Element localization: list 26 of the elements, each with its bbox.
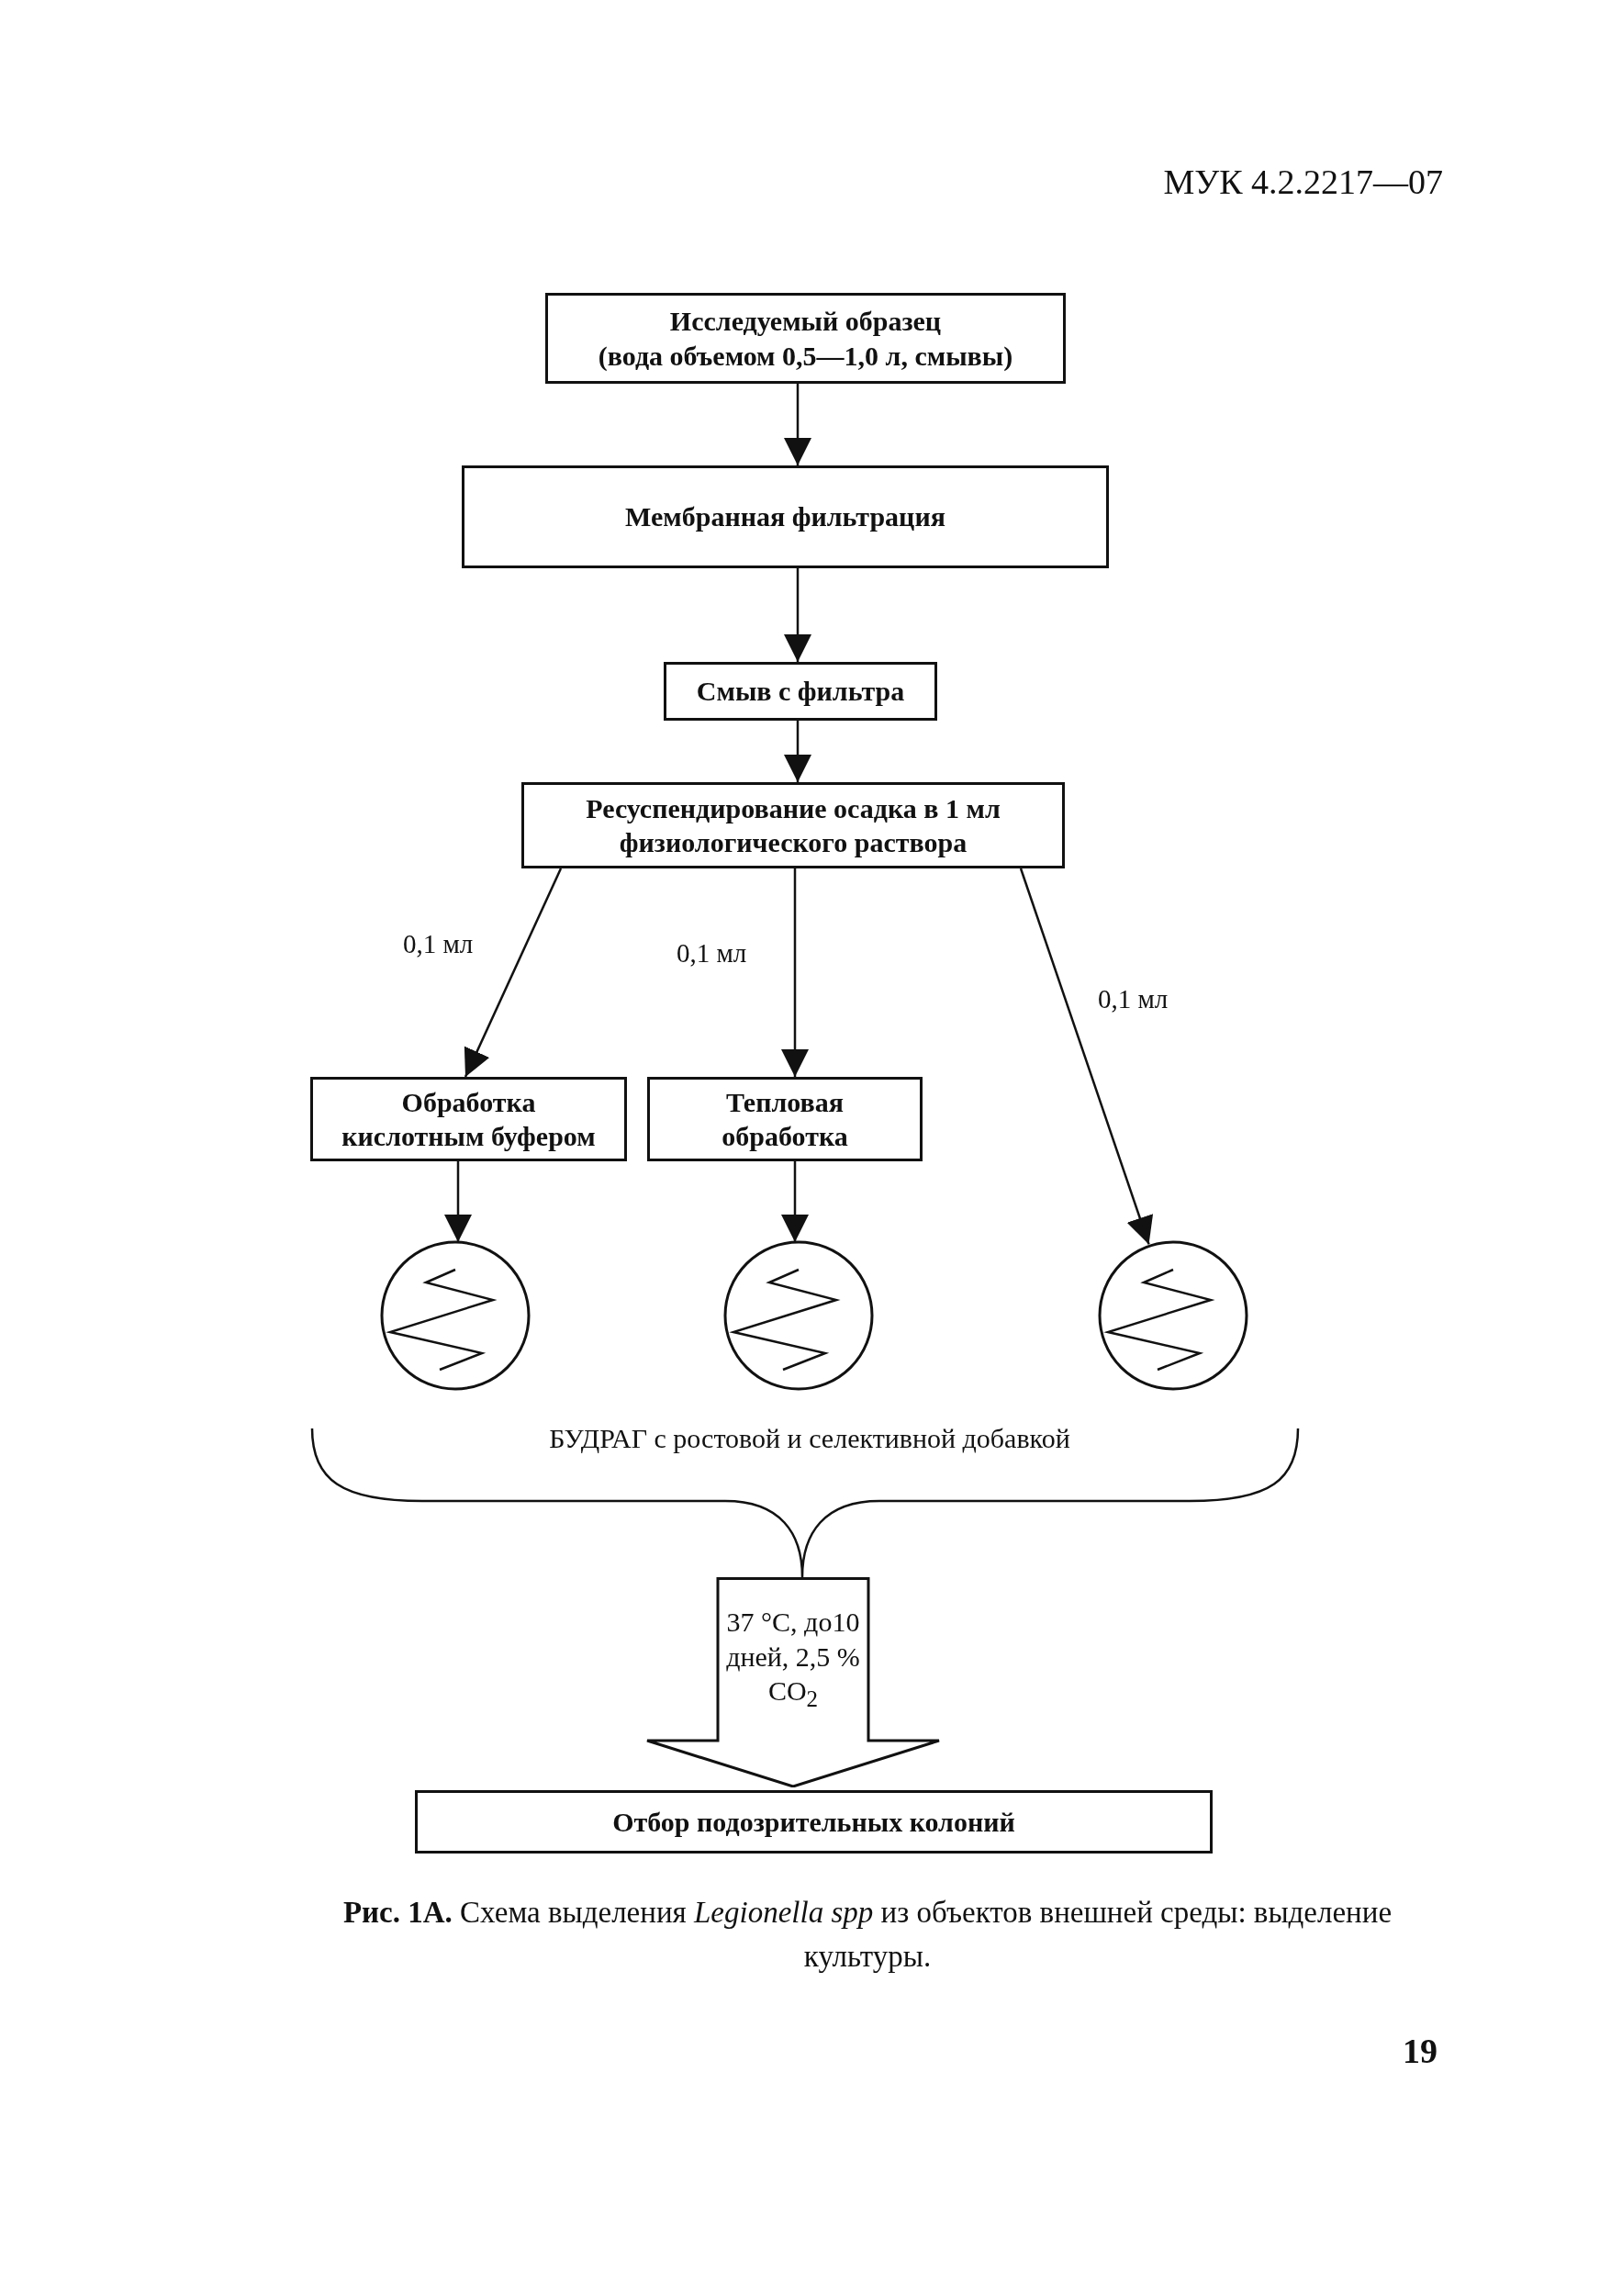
- incubation-conditions: 37 °C, до10 дней, 2,5 % CO$_{2}$: [725, 1606, 861, 1713]
- arrow: [781, 868, 809, 1077]
- culture-dish-icon: [722, 1239, 875, 1392]
- process-box: Отбор подозрительных колоний: [415, 1790, 1213, 1854]
- page-number: 19: [1403, 2031, 1438, 2071]
- arrow: [784, 384, 811, 465]
- medium-label: БУДРАГ с ростовой и селективной добавкой: [549, 1423, 1070, 1454]
- process-box: Ресуспендирование осадка в 1 мл физиологического раствора: [521, 782, 1065, 868]
- arrow: [464, 868, 563, 1078]
- process-box: Мембранная фильтрация: [462, 465, 1109, 568]
- edge-label: 0,1 мл: [677, 938, 747, 969]
- figure-caption: Рис. 1А. Схема выделения Legionella spp из объектов внешней среды: выделение культуры.: [341, 1895, 1393, 1975]
- document-code: МУК 4.2.2217—07: [1163, 162, 1443, 202]
- edge-label: 0,1 мл: [403, 929, 474, 959]
- arrow: [781, 1161, 809, 1242]
- edge-label: 0,1 мл: [1098, 984, 1169, 1014]
- process-box: Смыв с фильтра: [664, 662, 937, 721]
- arrow: [1019, 868, 1154, 1245]
- process-box: Тепловая обработка: [647, 1077, 923, 1161]
- arrow: [444, 1161, 472, 1242]
- arrow: [784, 721, 811, 782]
- culture-dish-icon: [1097, 1239, 1249, 1392]
- culture-dish-icon: [379, 1239, 531, 1392]
- arrow: [784, 568, 811, 662]
- process-box: Обработка кислотным буфером: [310, 1077, 627, 1161]
- process-box: Исследуемый образец (вода объемом 0,5—1,0 л, смывы): [545, 293, 1066, 384]
